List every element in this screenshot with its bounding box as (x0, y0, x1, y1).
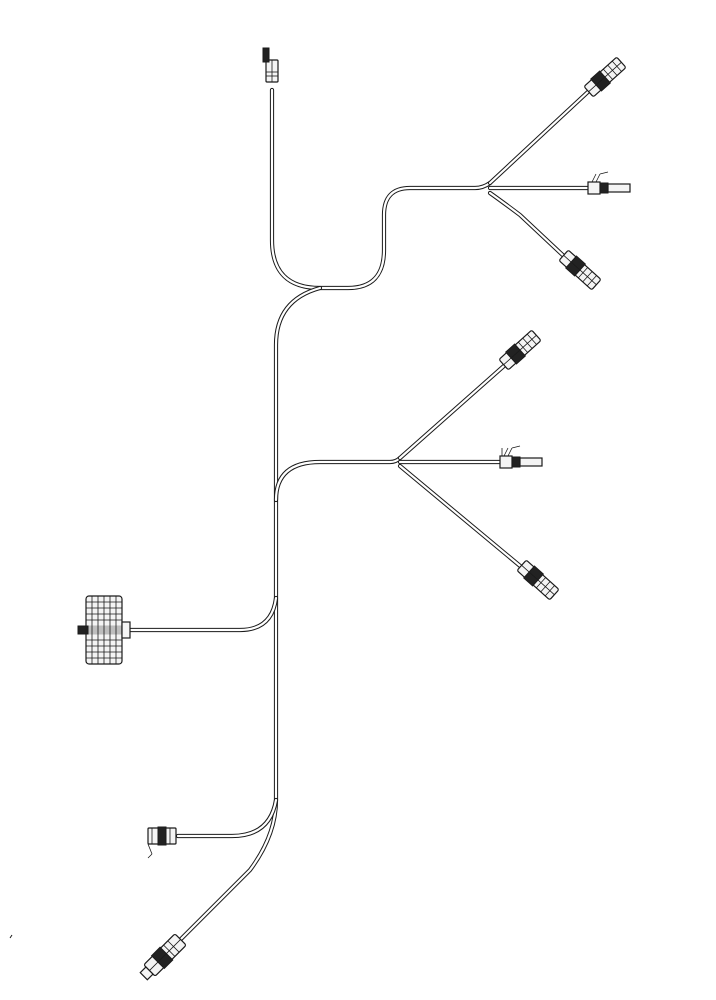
wire-bundle-group (121, 87, 593, 948)
top-end-connector (262, 47, 279, 83)
wire-upper-branch-top-fill (488, 88, 592, 185)
wire-upper-branch-bottom-fill (488, 191, 570, 262)
stray-mark (9, 934, 13, 939)
wire-top-trunk-fill (270, 88, 492, 290)
wire-round-connector-branch-fill (122, 596, 278, 632)
wire-bottom-left-branch-outline (175, 797, 279, 839)
upper-branch-top-connector (584, 57, 626, 97)
lower-branch-bottom-connector (517, 560, 559, 600)
wire-lower-branch-top-fill (398, 363, 507, 460)
wire-main-trunk-upper-fill (173, 286, 322, 947)
bottom-end-connector (139, 934, 186, 981)
lower-branch-top-connector (499, 330, 541, 370)
lower-branch-middle-sensor-connector (499, 445, 543, 469)
wire-bottom-left-branch-fill (176, 798, 278, 838)
upper-branch-middle-sensor-connector (587, 171, 631, 195)
wire-lower-branch-stem-outline (273, 455, 403, 503)
wire-lower-branch-stem-fill (274, 456, 402, 502)
multipin-ridges (86, 596, 122, 664)
main-round-multipin-connector (77, 595, 131, 665)
upper-branch-bottom-connector (559, 250, 601, 290)
wire-round-connector-branch-outline (121, 595, 279, 633)
bottom-left-small-connector (147, 826, 177, 859)
wire-main-trunk-upper-outline (172, 285, 323, 948)
wire-lower-branch-bottom-fill (398, 464, 527, 572)
